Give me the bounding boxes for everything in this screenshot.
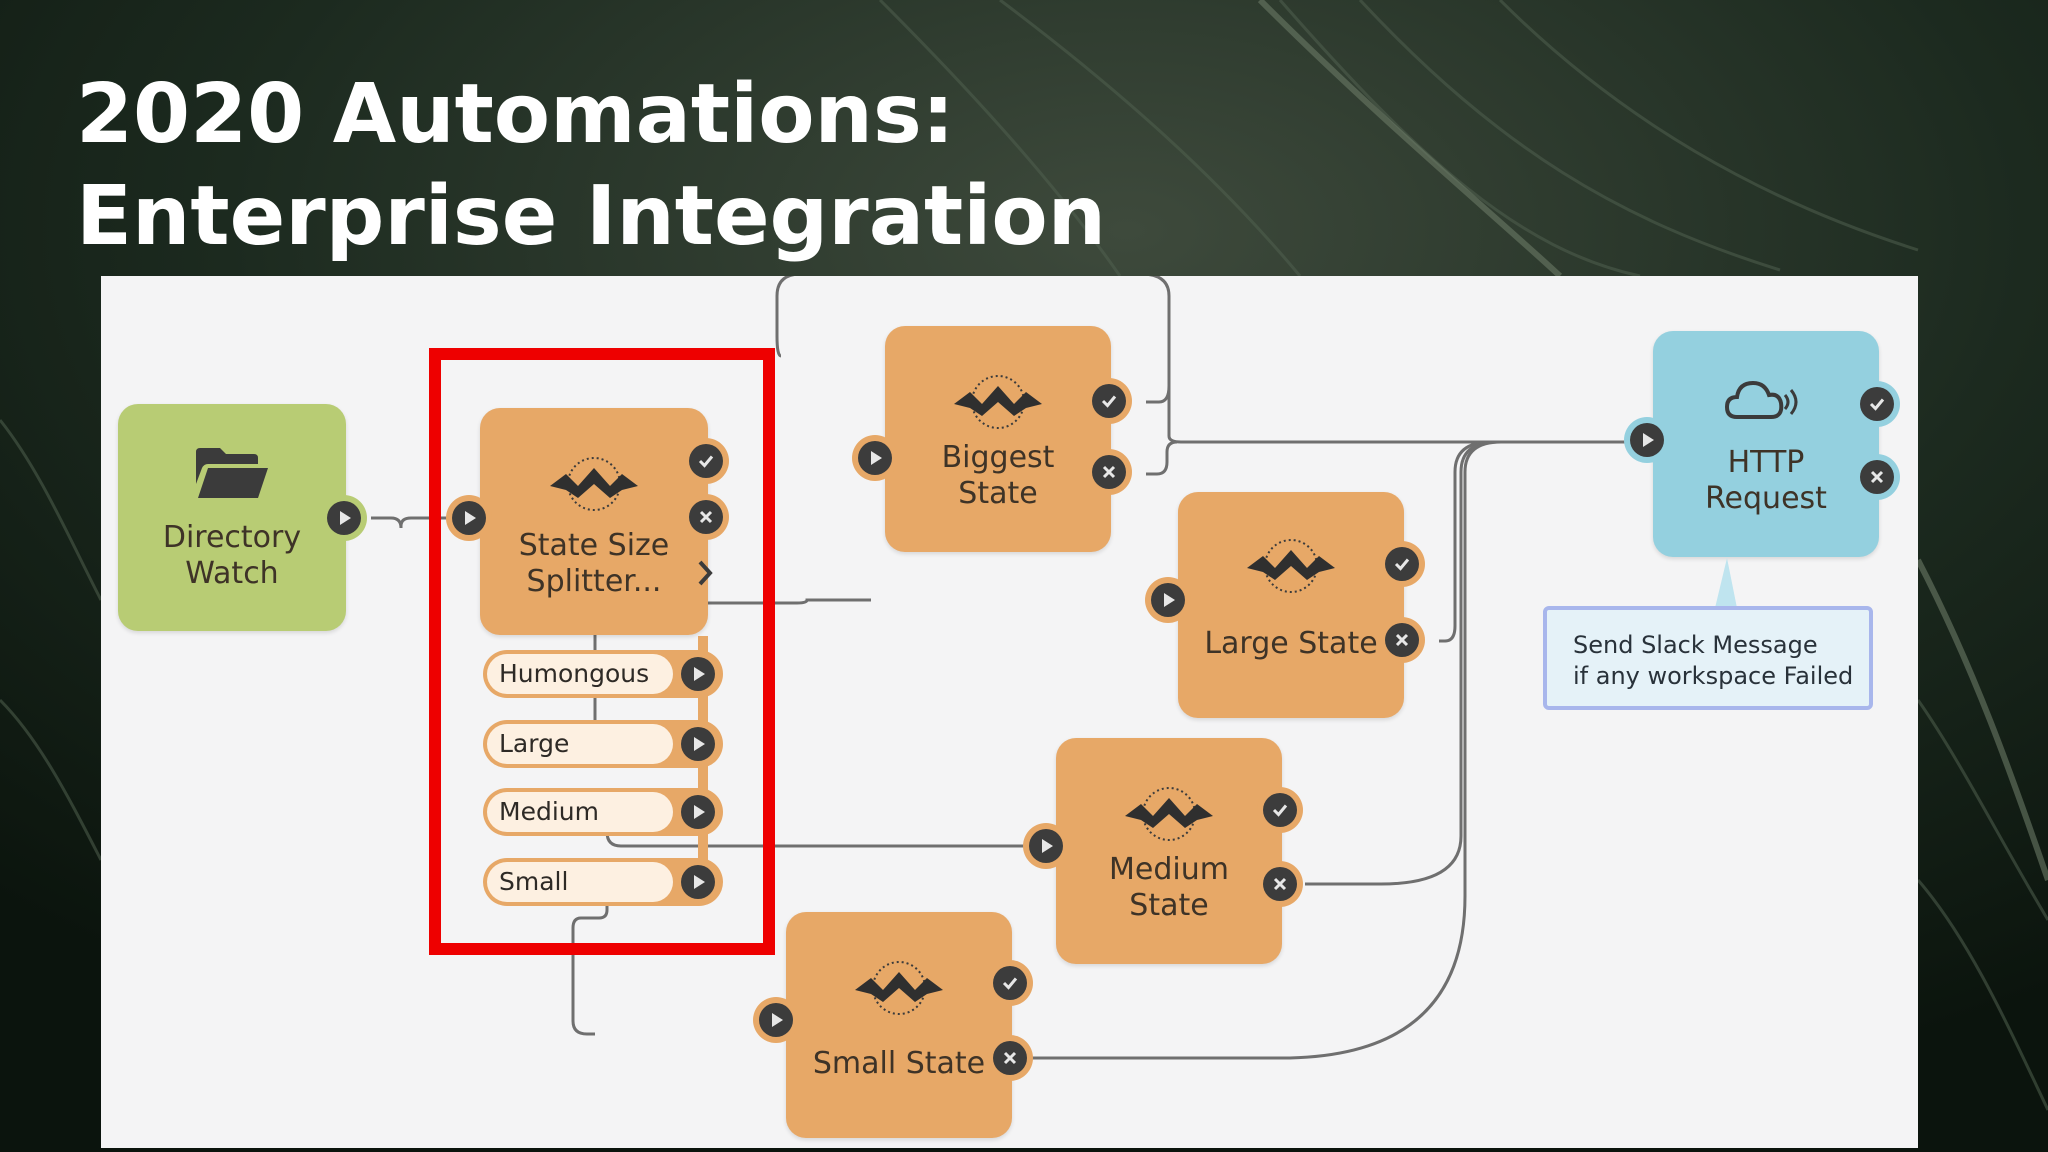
fme-icon xyxy=(550,457,638,511)
chevron-right-icon[interactable] xyxy=(695,558,715,588)
small-state-node[interactable]: Small State xyxy=(786,912,1012,1138)
slide-title-line-1: 2020 Automations: xyxy=(76,67,955,162)
splitter-success-port[interactable] xyxy=(683,438,729,484)
http-request-label: HTTP Request xyxy=(1705,445,1827,516)
medium-state-node[interactable]: Medium State xyxy=(1056,738,1282,964)
highlight-box xyxy=(429,348,775,955)
branch-label: Small xyxy=(487,862,673,902)
branch-label: Large xyxy=(487,724,673,764)
wire-medium-failure-to-http xyxy=(1305,440,1498,886)
branch-output-port[interactable] xyxy=(675,859,721,905)
fme-icon xyxy=(855,961,943,1015)
wire-watch-to-splitter xyxy=(371,516,457,529)
medium-state-success-port[interactable] xyxy=(1257,787,1303,833)
medium-state-failure-port[interactable] xyxy=(1257,861,1303,907)
large-state-label: Large State xyxy=(1204,626,1378,661)
large-state-input-port[interactable] xyxy=(1145,577,1191,623)
large-state-success-port[interactable] xyxy=(1379,541,1425,587)
wire-large-failure-to-http xyxy=(1439,440,1641,643)
fme-icon xyxy=(1125,787,1213,841)
small-state-success-port[interactable] xyxy=(987,960,1033,1006)
http-request-failure-port[interactable] xyxy=(1854,454,1900,500)
branch-output-port[interactable] xyxy=(675,651,721,697)
http-request-success-port[interactable] xyxy=(1854,381,1900,427)
small-state-failure-port[interactable] xyxy=(987,1035,1033,1081)
biggest-state-success-port[interactable] xyxy=(1086,378,1132,424)
small-state-input-port[interactable] xyxy=(753,997,799,1043)
splitter-label: State Size Splitter... xyxy=(518,528,670,599)
large-state-failure-port[interactable] xyxy=(1379,617,1425,663)
medium-state-label: Medium State xyxy=(1109,852,1229,923)
small-state-label: Small State xyxy=(812,1046,986,1081)
directory-watch-node[interactable]: Directory Watch xyxy=(118,404,346,631)
directory-watch-label: Directory Watch xyxy=(162,520,302,591)
branch-output-port[interactable] xyxy=(675,789,721,835)
http-request-node[interactable]: HTTP Request xyxy=(1653,331,1879,557)
branch-output-port[interactable] xyxy=(675,721,721,767)
splitter-failure-port[interactable] xyxy=(683,494,729,540)
note-pointer xyxy=(1715,558,1737,608)
biggest-state-failure-port[interactable] xyxy=(1086,449,1132,495)
biggest-state-label: Biggest State xyxy=(941,440,1055,511)
splitter-input-port[interactable] xyxy=(446,495,492,541)
branch-small[interactable]: Small xyxy=(483,858,723,906)
fme-icon xyxy=(954,375,1042,429)
wire-biggest-failure-to-http xyxy=(1146,440,1178,476)
slide-title-line-2: Enterprise Integration xyxy=(76,169,1107,264)
branch-large[interactable]: Large xyxy=(483,720,723,768)
large-state-node[interactable]: Large State xyxy=(1178,492,1404,718)
biggest-state-input-port[interactable] xyxy=(852,435,898,481)
note-annotation: Send Slack Message if any workspace Fail… xyxy=(1543,606,1873,710)
branch-humongous[interactable]: Humongous xyxy=(483,650,723,698)
wire-small-failure-to-http xyxy=(1020,440,1502,1060)
workflow-canvas: Directory Watch State Size Splitter... H… xyxy=(101,276,1918,1148)
cloud-icon xyxy=(1724,380,1798,419)
biggest-state-node[interactable]: Biggest State xyxy=(885,326,1111,552)
fme-icon xyxy=(1247,539,1335,593)
branch-label: Medium xyxy=(487,792,673,832)
slide-title: 2020 Automations: Enterprise Integration xyxy=(76,64,1106,268)
splitter-node[interactable]: State Size Splitter... xyxy=(480,408,708,635)
http-request-input-port[interactable] xyxy=(1624,417,1670,463)
medium-state-input-port[interactable] xyxy=(1023,823,1069,869)
branch-label: Humongous xyxy=(487,654,673,694)
directory-watch-output-port[interactable] xyxy=(321,495,367,541)
folder-icon xyxy=(196,448,268,498)
branch-medium[interactable]: Medium xyxy=(483,788,723,836)
